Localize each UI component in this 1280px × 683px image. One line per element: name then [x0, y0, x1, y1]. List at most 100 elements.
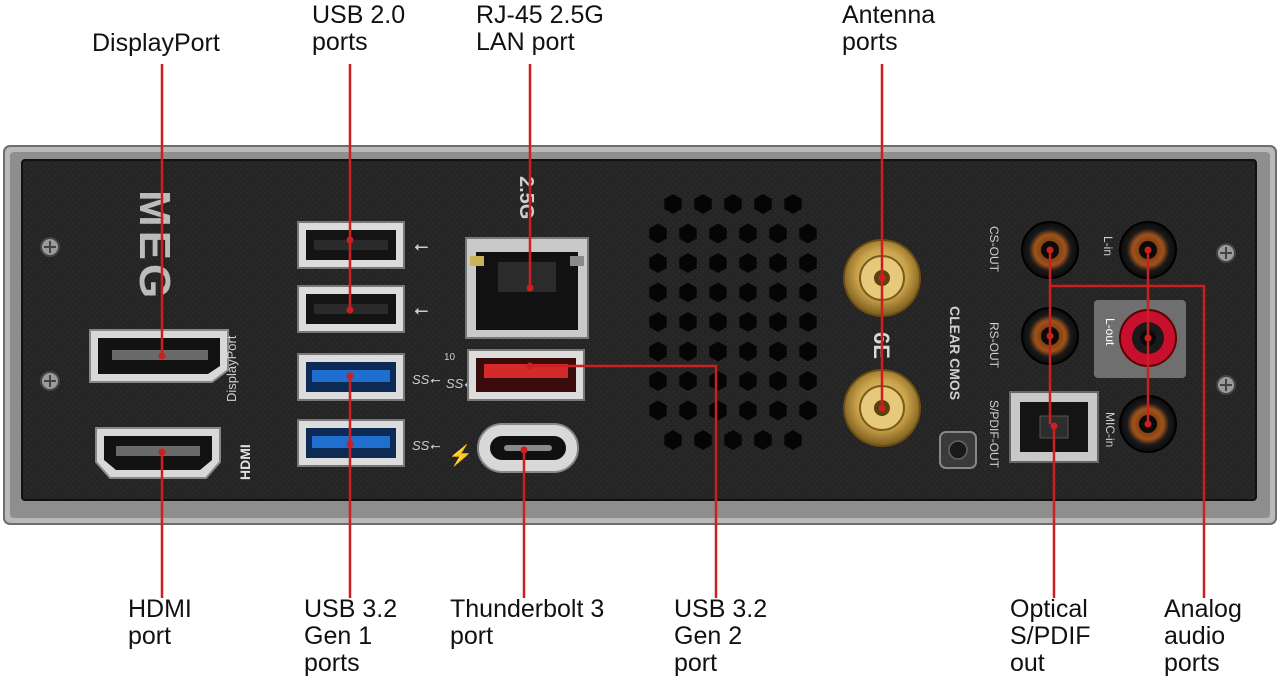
- vent-hole: [649, 282, 667, 303]
- vent-hole: [769, 371, 787, 391]
- label-hdmi: HDMI port: [128, 595, 192, 650]
- vent-hole: [709, 400, 727, 421]
- leader-dot-displayport: [158, 352, 166, 360]
- screw-bottom-left: [40, 371, 60, 391]
- vent-hole: [784, 430, 802, 450]
- vent-hole: [769, 253, 787, 273]
- panel-lan-speed-text: 2.5G: [515, 176, 537, 219]
- leader-dot-antenna-2: [878, 404, 886, 412]
- usb-symbol-icon: ⭠: [414, 236, 428, 256]
- leader-dot-usb32-gen2: [526, 362, 534, 370]
- vent-hole: [769, 223, 787, 244]
- vent-hole: [769, 282, 787, 303]
- brand-logo: MEG: [130, 190, 179, 302]
- vent-hole: [739, 312, 757, 332]
- leader-dot-hdmi: [158, 448, 166, 456]
- vent-hole: [709, 312, 727, 332]
- vent-hole: [739, 282, 757, 303]
- vent-hole: [649, 253, 667, 273]
- vent-hole: [649, 371, 667, 391]
- vent-hole: [709, 371, 727, 391]
- leader-dot-optical: [1050, 422, 1058, 430]
- panel-rs-out-text: RS-OUT: [987, 322, 1001, 369]
- vent-hole: [709, 341, 727, 362]
- usb-ss-symbol-icon: SS⭠: [412, 438, 440, 453]
- vent-hole: [739, 341, 757, 362]
- vent-hole: [769, 341, 787, 362]
- vent-hole: [769, 400, 787, 421]
- vent-hole: [679, 371, 697, 391]
- vent-hole: [694, 430, 712, 450]
- hdmi-connector: [95, 427, 221, 479]
- vent-hole: [679, 253, 697, 273]
- vent-hole: [679, 341, 697, 362]
- vent-hole: [799, 282, 817, 303]
- thunderbolt3-port: [477, 423, 579, 473]
- leader-dot-analog-3: [1144, 246, 1152, 254]
- label-usb32-gen1: USB 3.2 Gen 1 ports: [304, 595, 398, 677]
- leader-usb32-gen2: [530, 364, 718, 598]
- label-optical: Optical S/PDIF out: [1010, 595, 1091, 677]
- leader-dot-usb20-1: [346, 236, 354, 244]
- panel-displayport-text: DisplayPort: [224, 335, 239, 402]
- vent-hole: [649, 341, 667, 362]
- panel-usb-speed-text: 10: [444, 352, 456, 363]
- panel-l-out-text: L-out: [1103, 318, 1117, 346]
- leader-lines: [158, 64, 1206, 598]
- vent-hole: [679, 282, 697, 303]
- vent-hole: [799, 371, 817, 391]
- vent-hole: [649, 312, 667, 332]
- vent-hole: [649, 223, 667, 244]
- vent-hole: [694, 194, 712, 214]
- label-displayport: DisplayPort: [92, 29, 220, 57]
- leader-dot-rj45: [526, 284, 534, 292]
- leader-dot-analog-4: [1144, 334, 1152, 342]
- label-antenna: Antenna ports: [842, 1, 936, 56]
- usb-symbol-icon: ⭠: [414, 300, 428, 320]
- label-rj45: RJ-45 2.5G LAN port: [476, 1, 604, 56]
- vent-hole: [799, 223, 817, 244]
- vent-hole: [739, 400, 757, 421]
- vent-hole: [799, 312, 817, 332]
- panel-hdmi-text: HDMI: [237, 444, 253, 480]
- vent-hole: [739, 253, 757, 273]
- label-analog: Analog audio ports: [1164, 595, 1242, 677]
- thunderbolt-symbol-icon: ⚡: [448, 443, 473, 467]
- vent-hole: [799, 341, 817, 362]
- label-usb32-gen2: USB 3.2 Gen 2 port: [674, 595, 768, 677]
- panel-mic-in-text: MIC-in: [1103, 412, 1117, 447]
- vent-hole: [709, 223, 727, 244]
- panel-cs-out-text: CS-OUT: [987, 226, 1001, 273]
- panel-spdif-out-text: S/PDIF-OUT: [987, 400, 1001, 469]
- vent-hole: [754, 194, 772, 214]
- clear-cmos-button: [939, 431, 977, 469]
- vent-hole: [664, 194, 682, 214]
- panel-clear-cmos-text: CLEAR CMOS: [947, 306, 963, 400]
- vent-hole: [664, 430, 682, 450]
- vent-hole: [784, 194, 802, 214]
- vent-hole: [799, 253, 817, 273]
- vent-hole: [679, 312, 697, 332]
- vent-hole: [724, 430, 742, 450]
- vent-hole: [709, 253, 727, 273]
- vent-hole: [649, 400, 667, 421]
- vent-hole: [679, 400, 697, 421]
- ventilation-grille: [649, 194, 817, 450]
- vent-hole: [754, 430, 772, 450]
- vent-hole: [709, 282, 727, 303]
- vent-hole: [679, 223, 697, 244]
- leader-dot-analog-2: [1046, 332, 1054, 340]
- screw-top-left: [40, 237, 60, 257]
- usb-ss-symbol-icon: SS⭠: [412, 372, 440, 387]
- label-usb20: USB 2.0 ports: [312, 1, 406, 56]
- leader-dot-analog-1: [1046, 246, 1054, 254]
- panel-l-in-text: L-in: [1101, 236, 1115, 256]
- vent-hole: [739, 223, 757, 244]
- leader-dot-antenna-1: [878, 274, 886, 282]
- leader-dot-usb20-2: [346, 306, 354, 314]
- leader-dot-usb32-gen1-1: [346, 372, 354, 380]
- vent-hole: [769, 312, 787, 332]
- vent-hole: [724, 194, 742, 214]
- label-thunderbolt: Thunderbolt 3 port: [450, 595, 605, 650]
